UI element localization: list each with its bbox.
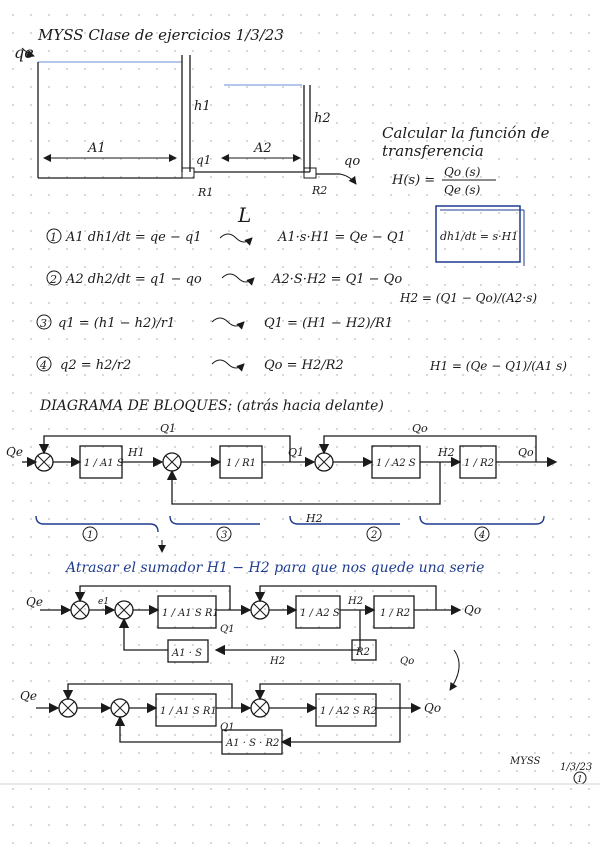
statement-line-1: Calcular la función de [382,124,550,142]
boxed-note-text: dh1/dt = s·H1 [440,230,518,243]
block-diagram-3: Qe 1 / A1 S R1 Q1 1 / A2 S R2 Qo A1 · S … [20,684,441,754]
d2-input-label: Qe [26,595,43,609]
tf-denominator: Qe (s) [444,183,481,197]
boxed-note: dh1/dt = s·H1 [436,206,524,266]
d3-input-label: Qe [20,689,37,703]
d1-fb-Qo: Qo [412,422,428,435]
label-A1: A1 [87,141,106,156]
d1-block-2: 1 / R1 [226,458,256,469]
d1-fb-H2: H2 [305,512,323,525]
problem-statement: Calcular la función de transferencia H(s… [382,124,550,197]
footer-tag: MYSS [509,756,541,767]
eq-time-3: q1 = (h1 − h2)/r1 [58,316,175,331]
eq-laplace-1: A1·s·H1 = Qe − Q1 [277,230,406,245]
tf-lhs: H(s) = [391,173,435,188]
derived-h2: H2 = (Q1 − Qo)/(A2·s) [399,291,537,305]
d1-block-1: 1 / A1 S [84,458,124,469]
d1-sig-H2: H2 [437,446,455,459]
label-q1: q1 [196,153,211,167]
derived-expressions: H2 = (Q1 − Qo)/(A2·s) H1 = (Qe − Q1)/(A1… [399,291,567,373]
laplace-symbol: L [237,203,251,227]
section-title: DIAGRAMA DE BLOQUES: (atrás hacia delant… [39,398,384,414]
d1-block-3: 1 / A2 S [376,458,416,469]
label-R1: R1 [197,186,213,199]
d2-block-3: 1 / R2 [380,608,410,619]
eq-num-2: 2 [49,273,57,286]
d2-fb-block-1: A1 · S [171,648,202,659]
d1-fb-Q1: Q1 [160,422,176,435]
block-diagram-2: Qe e1 1 / A1 S R1 Q1 1 / A2 S H2 1 / R2 … [26,586,481,690]
d1-block-4: 1 / R2 [464,458,494,469]
d1-brace-2: 3 [221,530,227,541]
d3-block-1: 1 / A1 S R1 [160,706,217,717]
tank-sketch: qe h1 A1 q1 R1 h2 A2 qo R2 [14,43,360,199]
d2-sig-e1: e1 [98,597,109,607]
block-diagram-1: Qe 1 / A1 S H1 1 / R1 Q1 1 / A2 S H2 1 /… [6,422,556,541]
page-title: MYSS Clase de ejercicios 1/3/23 [37,26,284,44]
page-footer: MYSS 1/3/23 1 [0,756,600,785]
d1-input-label: Qe [6,445,23,459]
d2-block-2: 1 / A2 S [300,608,340,619]
d2-fb-Qo: Qo [400,656,414,667]
eq-laplace-3: Q1 = (H1 − H2)/R1 [264,316,393,331]
eq-time-2: A2 dh2/dt = q1 − qo [65,272,202,287]
label-h1: h1 [194,99,211,114]
eq-laplace-4: Qo = H2/R2 [264,358,344,373]
d3-sig-Qo: Qo [424,701,441,715]
footer-date: 1/3/23 [560,762,592,773]
eq-time-1: A1 dh1/dt = qe − q1 [65,230,202,245]
d3-block-2: 1 / A2 S R2 [320,706,377,717]
d1-brace-1: 1 [87,530,93,541]
statement-line-2: transferencia [382,142,484,160]
d1-sig-H1: H1 [127,446,145,459]
eq-num-4: 4 [39,359,47,372]
label-qo: qo [344,154,360,169]
d2-sig-H2: H2 [347,596,363,607]
d1-brace-4: 4 [478,530,485,541]
eq-time-4: q2 = h2/r2 [60,358,131,373]
eq-laplace-2: A2·S·H2 = Q1 − Qo [271,272,402,287]
d2-fb-block-2: R2 [355,647,370,658]
d2-sig-Q1: Q1 [220,624,235,635]
label-qe: qe [14,43,34,62]
derived-h1: H1 = (Qe − Q1)/(A1 s) [429,359,567,373]
tf-numerator: Qo (s) [444,165,481,179]
d1-sig-Qo: Qo [518,446,534,459]
d2-sig-Qo: Qo [464,603,481,617]
eq-num-3: 3 [40,317,47,330]
label-A2: A2 [253,141,272,156]
note-2: Atrasar el sumador H1 − H2 para que nos … [64,560,484,576]
d1-brace-3: 2 [370,530,377,541]
label-R2: R2 [311,184,327,197]
equations: 1 A1 dh1/dt = qe − q1 A1·s·H1 = Qe − Q1 … [37,229,406,373]
d2-fb-H2: H2 [269,656,285,667]
d3-fb-block-1: A1 · S · R2 [225,738,279,749]
d2-block-1: 1 / A1 S R1 [162,608,219,619]
eq-num-1: 1 [50,231,57,244]
label-h2: h2 [314,111,331,126]
